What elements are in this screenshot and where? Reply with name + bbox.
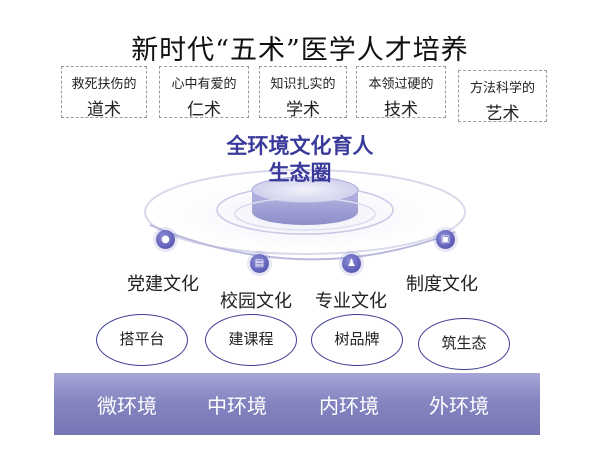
env-zhong: 中环境 [207, 394, 267, 418]
card-xueshu: 知识扎实的 学术 [259, 66, 347, 120]
ecosystem-title-line1: 全环境文化育人 [226, 134, 374, 158]
culture-xiaoyuan: 校园文化 [220, 291, 292, 312]
card-yishu: 方法科学的 艺术 [458, 70, 547, 124]
culture-dangjian: 党建文化 [127, 274, 199, 295]
environment-band [54, 373, 540, 435]
outer-ring [144, 169, 466, 255]
diagram-title: 新时代“五术”医学人才培养 [131, 35, 469, 66]
action-zhushengtai: 筑生态 [418, 318, 510, 370]
clipboard-icon: ▣ [436, 230, 455, 249]
card-renshu: 心中有爱的 仁术 [159, 66, 249, 120]
card-subtitle: 知识扎实的 [270, 77, 336, 92]
document-icon: ▤ [250, 254, 269, 273]
ecosystem-title: 全环境文化育人 生态圈 [200, 133, 400, 187]
card-label: 仁术 [187, 100, 221, 120]
env-nei: 内环境 [319, 394, 379, 418]
ecosystem-title-line2: 生态圈 [268, 161, 332, 185]
env-wei: 微环境 [97, 394, 157, 418]
card-label: 艺术 [485, 104, 520, 124]
culture-zhuanye: 专业文化 [315, 291, 387, 312]
location-pin-icon: ● [156, 230, 175, 249]
people-icon: ♟ [342, 254, 361, 273]
disk-top [251, 176, 359, 204]
card-label: 学术 [286, 100, 320, 120]
card-subtitle: 本领过硬的 [368, 77, 434, 92]
env-wai: 外环境 [429, 394, 489, 418]
action-shupinpai: 树品牌 [311, 314, 403, 366]
orbit-path [149, 224, 456, 261]
action-dapingtai: 搭平台 [96, 314, 188, 366]
card-label: 技术 [384, 100, 418, 120]
card-subtitle: 心中有爱的 [171, 77, 237, 92]
card-daoshu: 救死扶伤的 道术 [61, 66, 147, 120]
action-jiankecheng: 建课程 [205, 314, 297, 366]
disk-base [234, 197, 376, 231]
card-subtitle: 救死扶伤的 [71, 77, 137, 92]
card-label: 道术 [87, 100, 121, 120]
card-jishu: 本领过硬的 技术 [356, 66, 446, 120]
card-subtitle: 方法科学的 [469, 81, 535, 96]
culture-zhidu: 制度文化 [406, 274, 478, 295]
